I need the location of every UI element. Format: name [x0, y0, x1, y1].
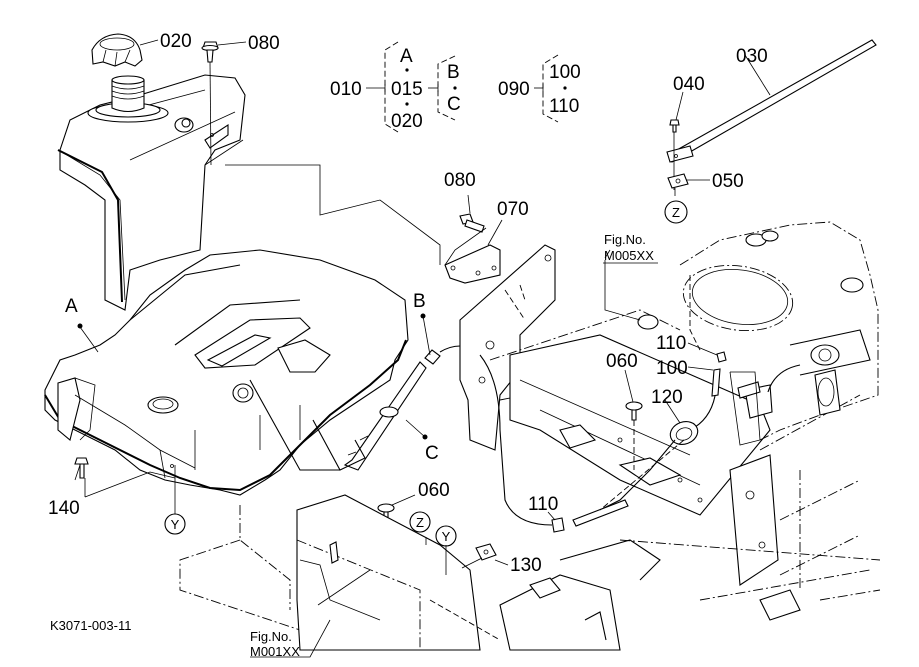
clamp-110-right[interactable] — [716, 351, 727, 363]
callout-070: 070 — [497, 199, 529, 220]
ref-circle-Z-mid: Z — [409, 511, 431, 533]
fig-ref-code: M001XX — [250, 644, 300, 659]
callout-110-bottom: 110 — [528, 494, 558, 515]
legend-090-item-110: 110 — [549, 96, 579, 117]
ref-circle-Z-top: Z — [664, 200, 688, 224]
engine-shroud-outline — [729, 371, 761, 446]
ref-dot-C — [422, 434, 428, 440]
drawing-id: K3071-003-11 — [50, 618, 131, 633]
fig-ref-M005XX[interactable]: Fig.No. M005XX — [603, 232, 658, 264]
leader-080-top — [225, 164, 441, 265]
callout-060-right: 060 — [606, 351, 638, 372]
svg-text:Y: Y — [442, 529, 451, 544]
legend-090-parent: 090 — [498, 79, 530, 100]
legend-010-item-A: A — [400, 46, 413, 67]
legend-010-item-015: 015 — [391, 79, 423, 100]
legend-010-item-020: 020 — [391, 111, 423, 132]
svg-text:Y: Y — [171, 517, 180, 532]
fig-ref-label: Fig.No. — [604, 232, 646, 247]
fuel-filter[interactable] — [737, 364, 801, 419]
callout-020: 020 — [160, 31, 192, 52]
legend-090-item-100: 100 — [549, 62, 581, 83]
ref-dot-A — [77, 323, 83, 329]
ref-label-C: C — [425, 443, 439, 464]
callout-120: 120 — [651, 387, 683, 408]
bracket-070[interactable] — [444, 244, 501, 284]
callout-060-bottom: 060 — [418, 480, 450, 501]
callout-030: 030 — [736, 46, 768, 67]
bolt-080-top[interactable] — [201, 41, 219, 166]
ref-label-B: B — [413, 291, 426, 312]
callout-040: 040 — [673, 74, 705, 95]
legend-group-010 — [366, 41, 457, 133]
leader-080-mid — [444, 227, 487, 266]
legend-010-parent: 010 — [330, 79, 362, 100]
clip-060-right[interactable] — [625, 401, 643, 470]
lower-deck — [179, 494, 881, 651]
clamp-110-bottom[interactable] — [551, 517, 565, 533]
fuel-line-lower[interactable] — [479, 354, 685, 527]
fig-ref-code: M005XX — [604, 248, 654, 263]
callout-050: 050 — [712, 171, 744, 192]
fuel-cap-020[interactable] — [91, 33, 143, 67]
svg-text:Z: Z — [672, 205, 680, 220]
callout-110-right: 110 — [656, 333, 686, 354]
svg-text:Z: Z — [416, 515, 424, 530]
ref-dot-B — [420, 313, 426, 319]
callout-130: 130 — [510, 555, 542, 576]
legend-group-090 — [534, 54, 567, 123]
ref-circle-Y-left: Y — [164, 513, 186, 535]
fig-ref-M001XX[interactable]: Fig.No. M001XX — [250, 629, 300, 659]
fuel-tank[interactable] — [44, 74, 409, 496]
callout-100: 100 — [656, 358, 688, 379]
ref-circle-Y-mid: Y — [435, 525, 457, 547]
callout-140: 140 — [48, 498, 80, 519]
callout-080-mid: 080 — [444, 170, 476, 191]
bolt-080-mid[interactable] — [459, 213, 485, 233]
ref-label-A: A — [65, 296, 78, 317]
engine — [679, 221, 879, 441]
bolt-140[interactable] — [74, 457, 89, 479]
engine-plug — [637, 314, 659, 330]
callout-080-top: 080 — [248, 33, 280, 54]
main-frame — [489, 309, 861, 590]
legend-015-item-C: C — [447, 94, 461, 115]
fig-ref-label: Fig.No. — [250, 629, 292, 644]
grommet-120[interactable] — [667, 418, 701, 448]
leader-lines — [74, 39, 771, 658]
rod-030[interactable] — [666, 39, 877, 163]
legend-015-item-B: B — [447, 62, 460, 83]
nut-050[interactable] — [667, 173, 689, 189]
